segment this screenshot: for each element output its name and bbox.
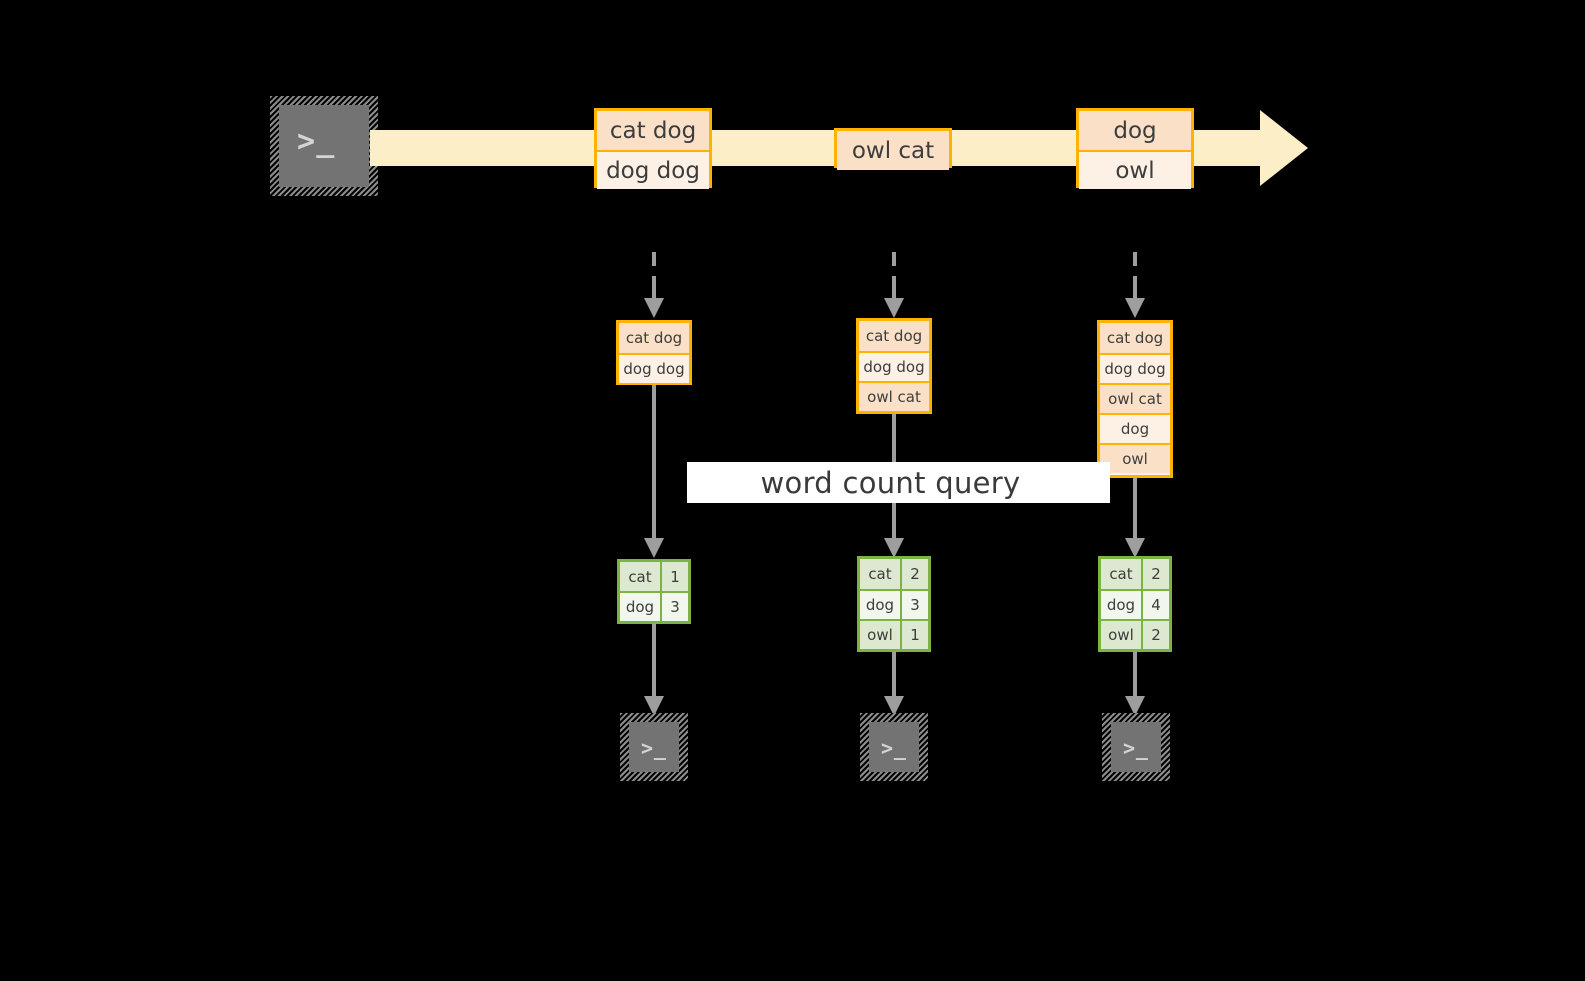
snapshot-1-sink-terminal-icon: >_ (620, 713, 688, 781)
result-count: 2 (1142, 621, 1169, 649)
result-word: dog (620, 593, 662, 621)
result-word: owl (860, 621, 902, 649)
record-line: dog dog (859, 351, 929, 381)
dashed-arrow-to-snapshot-3 (1125, 252, 1145, 318)
record-line: owl (1100, 443, 1170, 473)
table-row: owl 2 (1101, 619, 1169, 649)
snapshot-3-accumulated-records: cat dog dog dog owl cat dog owl (1097, 320, 1173, 478)
terminal-prompt-glyph: >_ (1123, 736, 1149, 760)
output-arrow-snapshot-1 (644, 623, 664, 716)
dashed-arrow-to-snapshot-2 (884, 252, 904, 318)
query-banner: word count query (687, 462, 1110, 503)
record-line: owl cat (837, 131, 949, 170)
result-count: 2 (1142, 559, 1169, 589)
result-count: 1 (901, 621, 928, 649)
record-line: dog dog (1100, 353, 1170, 383)
record-line: dog (1100, 413, 1170, 443)
record-line: cat dog (859, 321, 929, 351)
snapshot-2-accumulated-records: cat dog dog dog owl cat (856, 318, 932, 414)
result-count: 1 (661, 562, 688, 592)
result-word: dog (1101, 591, 1143, 619)
record-line: dog dog (619, 353, 689, 383)
output-arrow-snapshot-3 (1125, 651, 1145, 716)
record-line: owl cat (859, 381, 929, 411)
table-row: cat 2 (860, 559, 928, 589)
terminal-body: >_ (1111, 722, 1161, 772)
terminal-body: >_ (279, 105, 369, 187)
record-line: owl cat (1100, 383, 1170, 413)
snapshot-3-result-table: cat 2 dog 4 owl 2 (1098, 556, 1172, 652)
stream-record-batch-2: owl cat (834, 128, 952, 170)
record-line: dog (1079, 111, 1191, 150)
stream-record-batch-1: cat dog dog dog (594, 108, 712, 189)
record-line: cat dog (619, 323, 689, 353)
result-word: cat (620, 562, 662, 592)
snapshot-3-sink-terminal-icon: >_ (1102, 713, 1170, 781)
terminal-body: >_ (869, 722, 919, 772)
record-line: owl (1079, 150, 1191, 189)
record-line: cat dog (597, 111, 709, 150)
table-row: cat 1 (620, 562, 688, 592)
result-word: cat (860, 559, 902, 589)
record-line: cat dog (1100, 323, 1170, 353)
result-count: 3 (901, 591, 928, 619)
query-arrow-snapshot-1 (644, 385, 664, 558)
snapshot-2-result-table: cat 2 dog 3 owl 1 (857, 556, 931, 652)
result-word: cat (1101, 559, 1143, 589)
query-arrow-snapshot-3 (1125, 478, 1145, 558)
snapshot-1-accumulated-records: cat dog dog dog (616, 320, 692, 385)
table-row: cat 2 (1101, 559, 1169, 589)
result-count: 4 (1142, 591, 1169, 619)
table-row: dog 3 (620, 591, 688, 621)
snapshot-1-result-table: cat 1 dog 3 (617, 559, 691, 624)
table-row: dog 3 (860, 589, 928, 619)
terminal-body: >_ (629, 722, 679, 772)
table-row: owl 1 (860, 619, 928, 649)
result-count: 2 (901, 559, 928, 589)
source-terminal-icon: >_ (270, 96, 378, 196)
output-arrow-snapshot-2 (884, 651, 904, 716)
terminal-prompt-glyph: >_ (881, 736, 907, 760)
stream-record-batch-3: dog owl (1076, 108, 1194, 189)
terminal-prompt-glyph: >_ (297, 124, 336, 159)
snapshot-2-sink-terminal-icon: >_ (860, 713, 928, 781)
dashed-arrow-to-snapshot-1 (644, 252, 664, 318)
table-row: dog 4 (1101, 589, 1169, 619)
terminal-prompt-glyph: >_ (641, 736, 667, 760)
result-word: dog (860, 591, 902, 619)
record-line: dog dog (597, 150, 709, 189)
query-banner-label: word count query (760, 465, 1021, 500)
result-count: 3 (661, 593, 688, 621)
result-word: owl (1101, 621, 1143, 649)
